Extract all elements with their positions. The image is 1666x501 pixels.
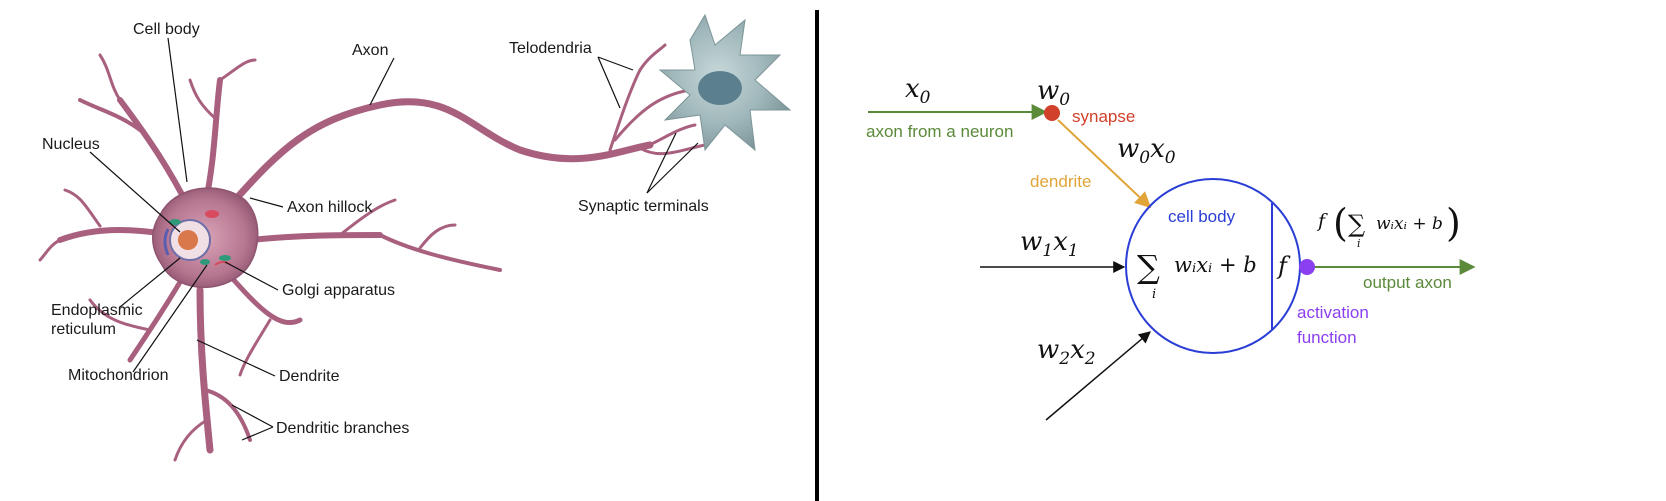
label-telodendria: Telodendria — [509, 40, 592, 57]
w2x2-arrow — [1045, 331, 1151, 421]
label-golgi-apparatus: Golgi apparatus — [282, 282, 395, 299]
w1x1-label: w1x1 — [1020, 227, 1079, 261]
w0x0-label: w0x0 — [1117, 134, 1176, 168]
f-symbol: f — [1276, 252, 1291, 280]
output-formula-lparen: ( — [1333, 201, 1348, 245]
label-mitochondrion: Mitochondrion — [68, 367, 169, 384]
activation-label-line2: function — [1297, 328, 1357, 347]
synapse-label: synapse — [1072, 107, 1135, 126]
artificial-neuron-diagram: x0 w0 synapse axon from a neuron w0x0 de… — [866, 74, 1476, 421]
label-cell-body: Cell body — [133, 21, 200, 38]
activation-label-line1: activation — [1297, 303, 1369, 322]
w0-label: w0 — [1037, 76, 1070, 110]
label-dendritic-branches: Dendritic branches — [276, 420, 409, 437]
output-formula-sum: ∑ — [1348, 210, 1365, 238]
output-axon-label: output axon — [1363, 273, 1452, 292]
label-reticulum: reticulum — [51, 321, 116, 338]
target-cell — [658, 13, 792, 152]
sum-term: wᵢxᵢ + b — [1174, 253, 1257, 277]
callout-lines — [89, 37, 699, 441]
label-endoplasmic: Endoplasmic — [51, 302, 143, 319]
output-formula-inner: wᵢxᵢ + b — [1376, 214, 1443, 234]
sum-symbol: ∑ — [1137, 248, 1160, 286]
x0-label: x0 — [905, 74, 931, 108]
synapse-dot — [1044, 105, 1060, 121]
sum-index: i — [1152, 287, 1156, 302]
output-formula-index: i — [1357, 237, 1361, 250]
mitochondria-shapes — [169, 219, 181, 225]
telodendria — [608, 43, 707, 156]
output-formula: f ( ∑ i wᵢxᵢ + b ) — [1316, 201, 1461, 250]
activation-dot — [1299, 259, 1315, 275]
cell-body-label: cell body — [1168, 207, 1236, 226]
label-nucleus: Nucleus — [42, 136, 100, 153]
cell-body-soma — [152, 187, 259, 288]
axon-fiber — [231, 98, 654, 204]
biological-neuron-illustration: Cell body Axon Telodendria Nucleus Axon … — [38, 13, 792, 462]
label-synaptic-terminals: Synaptic terminals — [578, 198, 709, 215]
label-axon: Axon — [352, 42, 388, 59]
axon-from-neuron-label: axon from a neuron — [866, 122, 1013, 141]
dendrite-label: dendrite — [1030, 172, 1091, 191]
output-formula-rparen: ) — [1446, 201, 1461, 245]
dendrite-arrow — [1057, 119, 1152, 209]
w2x2-label: w2x2 — [1037, 335, 1096, 369]
label-axon-hillock: Axon hillock — [287, 199, 373, 216]
output-formula-f: f — [1316, 210, 1328, 232]
dendrites — [38, 53, 502, 462]
label-dendrite: Dendrite — [279, 368, 340, 385]
